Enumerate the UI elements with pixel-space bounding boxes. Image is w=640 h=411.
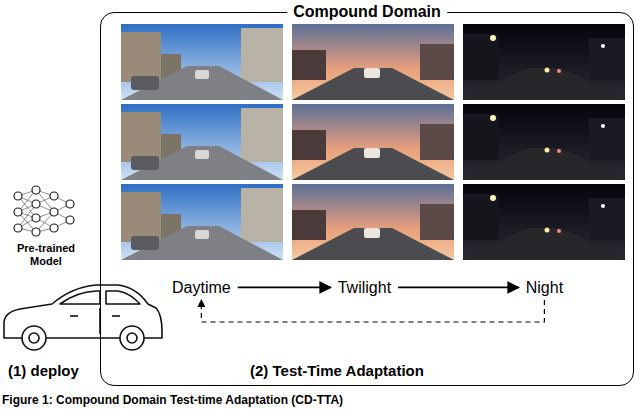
day-photo	[121, 104, 283, 180]
domain-label: Twilight	[336, 278, 393, 297]
step-label: (1) deploy	[8, 362, 79, 380]
domain-name: Twilight	[338, 278, 391, 297]
domain-name: Night	[526, 278, 563, 297]
model-name: Pre-trained Model	[4, 242, 88, 268]
domain-name: Daytime	[172, 278, 231, 297]
night-photo	[463, 184, 625, 260]
twilight-photo	[292, 24, 454, 100]
flow-arrow	[398, 286, 519, 288]
flow-arrow	[201, 300, 544, 322]
twilight-photo	[292, 104, 454, 180]
step-label: (2) Test-Time Adaptation	[250, 362, 424, 380]
night-photo	[463, 24, 625, 100]
frame-title: Compound Domain	[287, 2, 447, 22]
domain-frame: Compound DomainDaytimeTwilightNight	[100, 12, 634, 386]
figure-caption: Figure 1: Compound Domain Test-time Adap…	[2, 393, 343, 408]
night-photo	[463, 104, 625, 180]
day-photo	[121, 24, 283, 100]
domain-label: Daytime	[170, 278, 233, 297]
network-icon	[18, 190, 70, 232]
domain-label: Night	[524, 278, 565, 297]
network-nodes	[14, 186, 74, 236]
day-photo	[121, 184, 283, 260]
twilight-photo	[292, 184, 454, 260]
model-label: Pre-trained Model	[4, 242, 88, 268]
car-icon	[4, 285, 162, 350]
flow-arrow	[238, 286, 331, 288]
